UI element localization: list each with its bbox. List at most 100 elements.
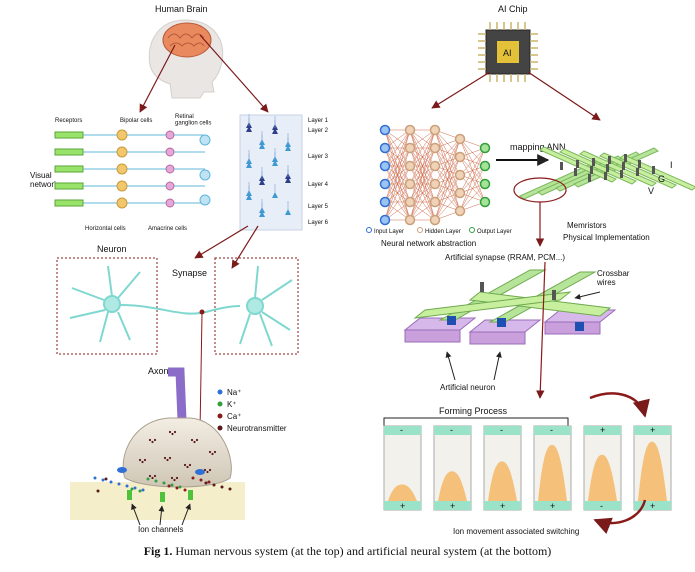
electrode-sign-bottom: - [600, 501, 603, 511]
nn-edge [434, 174, 461, 221]
nn-edge [384, 129, 411, 203]
vesicle-dot [175, 476, 179, 480]
neuron-box-left [56, 257, 158, 355]
legend-marker [217, 413, 223, 419]
top-electrode [384, 426, 421, 435]
physical-implementation-label: Physical Implementation [563, 233, 650, 242]
nn-legend-label: Input Layer [374, 229, 404, 235]
neuron-label: Neuron [97, 244, 127, 254]
ion-dot [133, 486, 137, 490]
nn-legend-marker [417, 227, 423, 233]
nn-node [429, 160, 441, 172]
nn-node [404, 196, 416, 208]
ion-channels [117, 467, 205, 502]
ion-dot [170, 483, 174, 487]
neuron-pad-side [404, 329, 461, 343]
nn-graph [379, 124, 491, 226]
ion-dot [109, 480, 113, 484]
cycle-arrow-top [589, 392, 650, 418]
electrode-sign-top: - [450, 425, 453, 435]
nn-edge [384, 129, 411, 167]
ion-dot [130, 487, 134, 491]
ion-dot [191, 476, 195, 480]
memristor-cell [588, 174, 591, 182]
arrow-cortex-neuron [194, 225, 249, 259]
memristor-cell [638, 160, 641, 168]
layer-label: Layer 2 [308, 128, 329, 134]
nn-edge [434, 138, 461, 185]
receptor-cell [54, 131, 84, 139]
top-electrode [634, 426, 671, 435]
switching-cells: -+-+-+-++-++ [383, 425, 672, 511]
cortex-cells [246, 114, 291, 217]
layer-label: Layer 5 [308, 204, 329, 210]
amacrine-cells-label: Amacrine cells [148, 226, 187, 232]
artificial-synapse-diagram: Artificial synapse (RRAM, PCM...) Crossb… [403, 253, 630, 399]
ion-dot [154, 479, 158, 483]
vesicle-dot [183, 463, 187, 467]
legend-marker [217, 389, 223, 395]
nn-node [429, 178, 441, 190]
postsynaptic-membrane [70, 482, 245, 520]
vesicle-dot [148, 474, 152, 478]
cycle-arrow-bottom [593, 499, 647, 534]
nn-node [454, 187, 466, 199]
filament [488, 461, 517, 501]
legend-marker [217, 425, 223, 431]
neuron-arrow-1 [445, 351, 456, 381]
synapse-memristor [480, 282, 484, 292]
neuron-right [239, 265, 293, 347]
nn-edge [459, 147, 486, 194]
vesicle-dot [166, 458, 169, 462]
ion-dot [228, 487, 232, 491]
memristor-cell [592, 158, 595, 166]
layer-label: Layer 6 [308, 220, 329, 226]
nn-edge [384, 183, 411, 221]
ion-dot [138, 489, 142, 493]
vesicle-dot [171, 432, 174, 436]
ion-arrow-2 [158, 505, 165, 526]
synapse-label: Synapse [172, 268, 207, 278]
ion-dot [125, 484, 129, 488]
vesicle-dot [151, 440, 154, 444]
nn-node [454, 205, 466, 217]
filament [588, 454, 617, 501]
synapse-wire-3 [468, 291, 612, 317]
vesicle-dot [206, 470, 209, 474]
figure-caption: Fig 1. Human nervous system (at the top)… [0, 544, 695, 559]
arrow-to-forming [536, 261, 546, 399]
electrode-sign-top: - [500, 425, 503, 435]
crossbar-top-wire [579, 150, 657, 187]
vesicle-dot [188, 463, 192, 467]
electrode-sign-top: - [400, 425, 403, 435]
ion-dot [199, 478, 203, 482]
vesicle-dot [153, 474, 157, 478]
cortical-neuron [246, 162, 252, 168]
top-electrode [434, 426, 471, 435]
vesicle-dot [213, 450, 217, 454]
mapping-label: mapping ANN [510, 142, 566, 152]
arrow-cortex-synapse [231, 225, 259, 269]
chip-label: AI [503, 48, 512, 58]
bottom-electrode [434, 501, 471, 510]
ion-dot [117, 482, 121, 486]
nn-node [379, 160, 391, 172]
electrode-sign-bottom: + [400, 501, 405, 511]
legend-label: Neurotransmitter [227, 424, 287, 433]
nn-node [379, 196, 391, 208]
cortex-panel [239, 114, 303, 231]
nn-node [404, 178, 416, 190]
nn-edge [434, 138, 461, 221]
nn-node [429, 142, 441, 154]
vesicle-dot [153, 438, 157, 442]
vesicle-dot [208, 468, 212, 472]
top-electrode [534, 426, 571, 435]
ion-arrow-3 [181, 503, 191, 526]
nn-node [429, 214, 441, 226]
symbol-i: I [670, 160, 673, 170]
vesicle-dot [138, 458, 142, 462]
amacrine-cell [165, 130, 175, 140]
vesicle-dot [193, 440, 196, 444]
